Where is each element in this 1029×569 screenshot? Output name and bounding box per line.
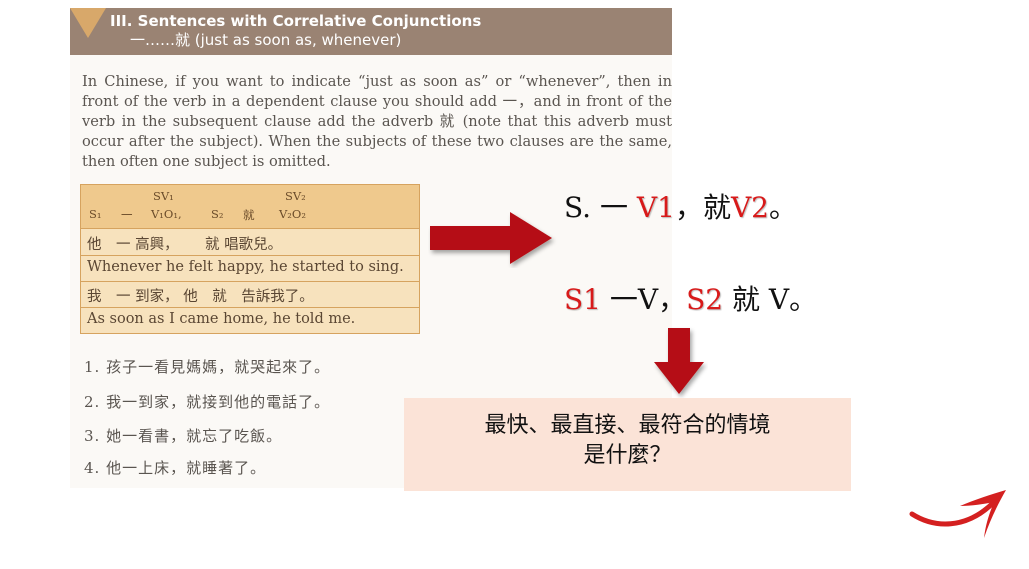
formula-s2: S2 xyxy=(686,283,724,316)
table-divider xyxy=(81,255,419,256)
header-sv2: SV₂ xyxy=(285,189,306,203)
question-line-1: 最快、最直接、最符合的情境 xyxy=(484,413,771,438)
formula-v1: V1 xyxy=(636,191,675,224)
section-subtitle: 一……就 (just as soon as, whenever) xyxy=(130,31,402,49)
formula-jiu: ，就 xyxy=(674,191,731,224)
section-title: III. Sentences with Correlative Conjunct… xyxy=(110,12,482,30)
right-arrow-icon xyxy=(430,212,552,264)
explanation-paragraph: In Chinese, if you want to indicate “jus… xyxy=(82,73,672,170)
example-sentence: 4. 他一上床，就睡著了。 xyxy=(84,459,267,477)
table-divider xyxy=(81,307,419,308)
header-jiu: 就 xyxy=(243,208,255,222)
table-row: 我 一 到家， 他 就 告訴我了。 xyxy=(87,289,314,305)
example-sentence: 3. 她一看書，就忘了吃飯。 xyxy=(84,427,283,445)
table-row: As soon as I came home, he told me. xyxy=(87,311,356,327)
formula-subject: S. 一 xyxy=(564,191,637,224)
table-row: Whenever he felt happy, he started to si… xyxy=(87,259,404,275)
pattern-table-header: SV₁ SV₂ S₁ 一 V₁O₁, S₂ 就 V₂O₂ xyxy=(81,185,419,229)
example-sentence: 1. 孩子一看見媽媽，就哭起來了。 xyxy=(84,358,331,376)
question-box: 最快、最直接、最符合的情境 是什麼？ xyxy=(404,398,851,491)
header-yi: 一 xyxy=(121,208,133,222)
pattern-formula-2: S1 一V，S2 就 V。 xyxy=(564,278,817,318)
triangle-marker-icon xyxy=(70,8,106,38)
question-text: 最快、最直接、最符合的情境 是什麼？ xyxy=(404,411,851,471)
next-arrow-icon[interactable] xyxy=(908,484,1012,546)
table-divider xyxy=(81,281,419,282)
header-sv1: SV₁ xyxy=(153,189,174,203)
formula-v2: V2 xyxy=(730,191,769,224)
header-v2o2: V₂O₂ xyxy=(279,207,306,221)
formula-period: 。 xyxy=(769,191,798,224)
formula-yi-v: 一V， xyxy=(601,283,687,316)
header-s1: S₁ xyxy=(89,207,102,221)
example-sentence: 2. 我一到家，就接到他的電話了。 xyxy=(84,393,331,411)
down-arrow-icon xyxy=(654,328,704,394)
table-row: 他 一 高興， 就 唱歌兒。 xyxy=(87,237,283,253)
header-s2: S₂ xyxy=(211,207,224,221)
section-header-bar xyxy=(70,8,672,55)
pattern-formula-1: S. 一 V1，就V2。 xyxy=(564,186,797,226)
formula-s1: S1 xyxy=(564,283,601,316)
header-v1o1: V₁O₁, xyxy=(151,207,182,221)
question-line-2: 是什麼？ xyxy=(583,443,672,468)
pattern-table: SV₁ SV₂ S₁ 一 V₁O₁, S₂ 就 V₂O₂ 他 一 高興， 就 唱… xyxy=(80,184,420,334)
formula-jiu-v: 就 V。 xyxy=(723,283,818,316)
